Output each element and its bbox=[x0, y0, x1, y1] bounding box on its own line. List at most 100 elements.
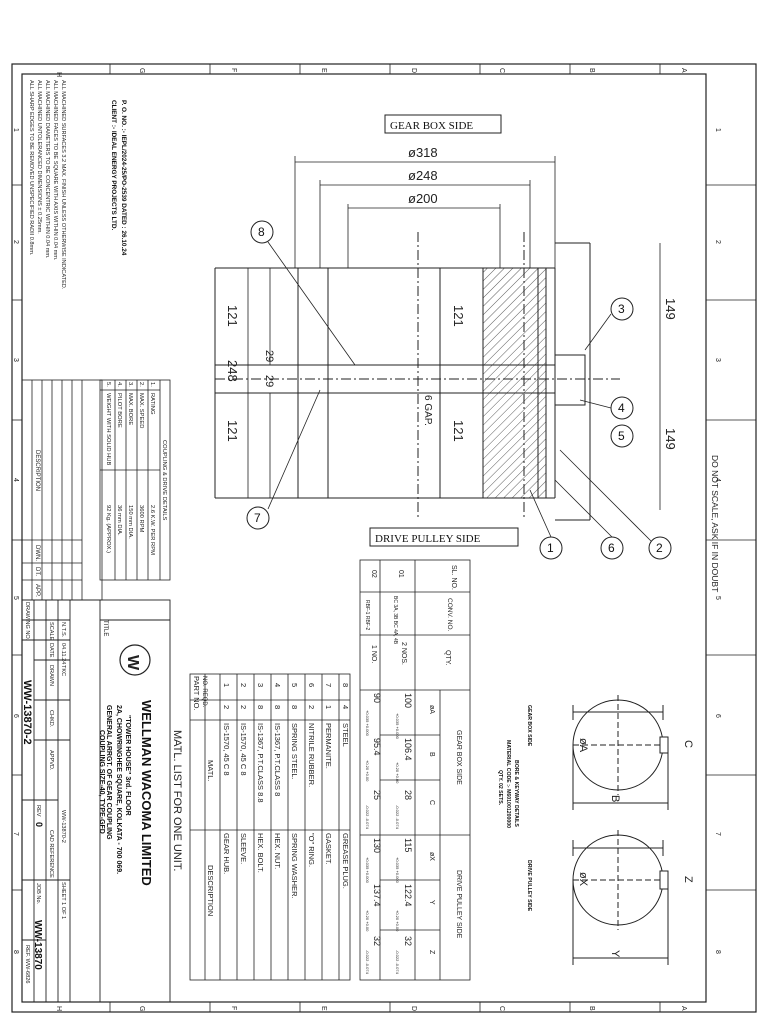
bore-row-a: 90 bbox=[372, 693, 382, 703]
scale-label: SCALE bbox=[48, 622, 54, 641]
border-number: 3 bbox=[12, 358, 19, 362]
gear-box-side-box bbox=[384, 114, 502, 134]
parts-list-title: MATL. LIST FOR ONE UNIT. bbox=[171, 730, 183, 871]
bore-header-phi-x: øX bbox=[428, 852, 435, 861]
bore-row-z: 32 bbox=[403, 936, 413, 946]
drive-details-value: 150 mm DIA. bbox=[127, 505, 133, 539]
border-number: 2 bbox=[12, 240, 19, 244]
bore-keyway-title: BORE & KEYWAY DETAILS bbox=[513, 760, 519, 827]
company-address-2: 2A, CHOWRINGHEE SQUARE, KOLKATA - 700 06… bbox=[115, 705, 122, 874]
gear-box-bore-view bbox=[572, 695, 669, 810]
border-number: 2 bbox=[714, 240, 721, 244]
bore-row-x-tol: +0.035 +0.000 bbox=[365, 857, 370, 884]
dim-phi-x: øX bbox=[577, 872, 589, 887]
rev-label: REV bbox=[35, 805, 41, 817]
bore-row-y: 137.4 bbox=[372, 884, 382, 907]
parts-header-matl: MATL. bbox=[206, 760, 215, 782]
job-number: WW-13870 bbox=[32, 920, 43, 970]
revision-description-label: DESCRIPTION bbox=[34, 450, 40, 491]
drawing-title-1: GENERAL ARRGT. OF GEAR COUPLING bbox=[105, 705, 112, 840]
border-number: 1 bbox=[12, 128, 19, 132]
bore-row-sl: 02 bbox=[370, 570, 377, 578]
gap-label: 6 GAP. bbox=[422, 395, 433, 426]
parts-header-no-reqd: NO. REQD. bbox=[201, 676, 207, 708]
parts-row-desc: SLEEVE. bbox=[239, 833, 248, 864]
parts-row-part: 1 bbox=[222, 683, 231, 687]
dim-248-length: 248 bbox=[225, 360, 240, 382]
border-letter: F bbox=[230, 1006, 237, 1010]
balloon-8: 8 bbox=[258, 225, 265, 239]
drawn-label: DRAWN bbox=[48, 665, 54, 686]
balloon-leaders bbox=[267, 241, 652, 542]
bore-header-sl-no: SL. NO. bbox=[450, 565, 457, 590]
revision-dwn-label: DWN. bbox=[34, 545, 40, 561]
border-letter: C bbox=[498, 68, 505, 73]
bore-row-x: 130 bbox=[372, 838, 382, 853]
parts-header-description: DESCRIPTION bbox=[206, 865, 215, 916]
border-number: 8 bbox=[714, 950, 721, 954]
balloon-5: 5 bbox=[618, 429, 625, 443]
dim-b: B bbox=[609, 795, 621, 802]
bore-row-b-tol: +0.20 +0.00 bbox=[395, 762, 400, 784]
bore-row-conv: BC 3A, 3B BC 4A, 4B bbox=[392, 596, 398, 645]
parts-row-desc: GASKET. bbox=[324, 833, 333, 865]
dim-121-left-top: 121 bbox=[225, 305, 240, 327]
coupling-section-view bbox=[214, 232, 620, 521]
title-block bbox=[21, 599, 171, 1003]
part-balloons bbox=[246, 220, 672, 560]
bore-row-qty: 2 NOS. bbox=[400, 642, 407, 665]
dim-z: Z bbox=[682, 876, 694, 883]
parts-row-part: 7 bbox=[324, 683, 333, 687]
bore-row-b: 95.4 bbox=[372, 738, 382, 756]
parts-row-matl: NITRILE RUBBER. bbox=[307, 723, 316, 787]
border-letter: B bbox=[588, 68, 595, 73]
border-letter: C bbox=[498, 1006, 505, 1011]
dim-200: ø200 bbox=[408, 191, 438, 206]
company-logo: W bbox=[119, 644, 151, 676]
bore-header-gear-box-side: GEAR BOX SIDE bbox=[455, 730, 462, 785]
bore-row-a: 100 bbox=[403, 693, 413, 708]
parts-row-desc: GREASE PLUG. bbox=[341, 833, 350, 889]
bore-row-c: 28 bbox=[403, 790, 413, 800]
balloon-4: 4 bbox=[618, 401, 625, 415]
parts-row-qty: 8 bbox=[273, 705, 282, 709]
border-letter: E bbox=[320, 68, 327, 73]
dim-149-top: 149 bbox=[663, 298, 678, 320]
drive-details-label: MAX. BORE bbox=[127, 393, 133, 425]
appvd-label: APPVD. bbox=[48, 750, 54, 771]
bore-row-b-tol: +0.20 +0.00 bbox=[365, 760, 370, 782]
parts-row-qty: 4 bbox=[341, 705, 350, 709]
border-letter: H bbox=[55, 1006, 62, 1011]
border-number: 4 bbox=[12, 478, 19, 482]
bore-header-c: C bbox=[428, 800, 435, 805]
revision-block bbox=[21, 379, 103, 601]
ref-value: REF. WW-6826 bbox=[24, 945, 30, 983]
border-letter: A bbox=[680, 68, 687, 73]
drive-details-label: PILOT BORE bbox=[116, 393, 122, 428]
drive-details-value: 3600 RPM bbox=[138, 505, 144, 533]
drive-details-no: 5. bbox=[105, 382, 111, 387]
bore-row-z-tol: -0.022 -0.074 bbox=[365, 950, 370, 975]
drive-details-no: 4. bbox=[116, 382, 122, 387]
border-number: 1 bbox=[714, 128, 721, 132]
drive-details-value: 36 mm DIA. bbox=[116, 505, 122, 536]
company-name: WELLMAN WACOMA LIMITED bbox=[139, 700, 154, 886]
dim-149-bottom: 149 bbox=[663, 428, 678, 450]
parts-row-desc: HEX. BOLT. bbox=[256, 833, 265, 873]
parts-row-part: 6 bbox=[307, 683, 316, 687]
border-letter: D bbox=[410, 1006, 417, 1011]
dim-y: Y bbox=[609, 950, 621, 958]
balloon-2: 2 bbox=[656, 541, 663, 555]
parts-row-part: 2 bbox=[239, 683, 248, 687]
drawing-number: WW-13870-2 bbox=[21, 680, 33, 745]
border-number: 6 bbox=[714, 714, 721, 718]
parts-row-desc: "O" RING. bbox=[307, 833, 316, 867]
dim-29-top: 29 bbox=[263, 350, 275, 362]
dim-121-right-top: 121 bbox=[451, 305, 466, 327]
sheet-value: SHEET 1 OF 1 bbox=[60, 882, 66, 919]
border-number: 7 bbox=[714, 832, 721, 836]
dim-121-left-bottom: 121 bbox=[225, 420, 240, 442]
parts-row-part: 5 bbox=[290, 683, 299, 687]
svg-text:W: W bbox=[124, 655, 141, 671]
